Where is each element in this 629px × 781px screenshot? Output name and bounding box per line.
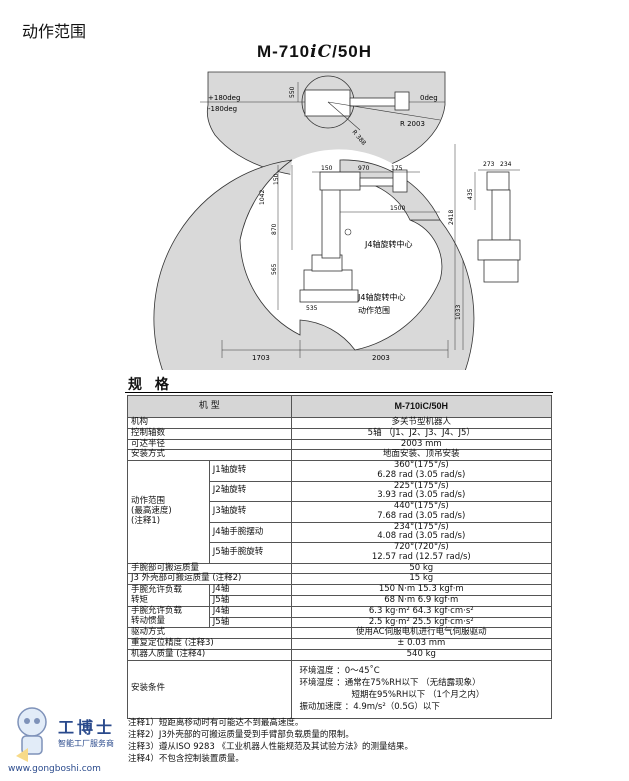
note-4: 注释4）不包含控制装置质量。 xyxy=(128,754,244,764)
table-row: 机器人质量 (注释4)540 kg xyxy=(127,648,553,661)
dim-150a: 150 xyxy=(321,165,333,172)
dim-273: 273 xyxy=(483,161,495,168)
deg-zero-label: 0deg xyxy=(420,94,438,102)
dim-1042: 1042 xyxy=(259,190,266,205)
deg-plus-label: +180deg xyxy=(208,94,240,102)
motion-range-label: 动作范围(最高速度)(注释1) xyxy=(127,460,210,564)
section-title: 动作范围 xyxy=(22,22,87,41)
j4-center-label: J4轴旋转中心 xyxy=(364,239,412,249)
watermark-logo: 工博士 智能工厂服务商 www.gongboshi.com xyxy=(6,700,136,778)
side-view: 150 970 175 1042 150 870 565 1500 535 17… xyxy=(153,144,475,370)
table-row: 重复定位精度 (注释3)± 0.03 mm xyxy=(127,638,553,650)
spec-title: 规 格 xyxy=(128,377,173,393)
table-row: 安装方式地面安装、顶吊安装 xyxy=(127,449,553,462)
dim-550: 550 xyxy=(289,86,296,98)
notes: 注释1）短距离移动时有可能达不到最高速度。 注释2）J3外壳部的可搬运质量受到手… xyxy=(128,717,413,765)
watermark-tagline: 智能工厂服务商 xyxy=(58,739,114,748)
motion-range-diagram: +180deg -180deg 0deg 550 R 388 R 2003 15… xyxy=(153,71,521,370)
dim-r2003: R 2003 xyxy=(400,120,425,128)
watermark-brand: 工博士 xyxy=(58,718,116,737)
dim-970: 970 xyxy=(358,165,370,172)
top-view: +180deg -180deg 0deg 550 R 388 R 2003 xyxy=(200,71,446,178)
robot-mascot-icon xyxy=(16,707,47,762)
note-2: 注释2）J3外壳部的可搬运质量受到手臂部负载质量的限制。 xyxy=(128,730,354,740)
robot-top xyxy=(304,89,351,117)
watermark-url: www.gongboshi.com xyxy=(8,764,101,774)
dim-535: 535 xyxy=(306,305,318,312)
deg-minus-label: -180deg xyxy=(208,105,237,113)
table-row: 安装条件 环境温度 ：0～45˚C 环境湿度 ：通常在75%RH以下 （无结露现… xyxy=(127,659,553,719)
dim-1703: 1703 xyxy=(252,354,270,362)
dim-2003: 2003 xyxy=(372,354,390,362)
note-1: 注释1）短距离移动时有可能达不到最高速度。 xyxy=(128,718,304,728)
table-row: 机构多关节型机器人 xyxy=(127,417,553,429)
table-row: 驱动方式使用AC伺服电机进行电气伺服驱动 xyxy=(127,627,553,640)
j4-range-label-2: 动作范围 xyxy=(358,305,390,315)
dim-1033: 1033 xyxy=(455,305,462,320)
table-row: 动作范围(最高速度)(注释1) J1轴旋转 360°(175°/s)6.28 r… xyxy=(127,460,553,564)
dim-870: 870 xyxy=(271,223,278,235)
dim-565: 565 xyxy=(271,263,278,275)
front-view: 273 234 435 xyxy=(467,161,521,283)
dim-234: 234 xyxy=(500,161,512,168)
dim-1500: 1500 xyxy=(390,205,405,212)
header-value: M-710iC/50H xyxy=(290,395,553,418)
dim-2418: 2418 xyxy=(448,210,455,225)
robot-side-base xyxy=(303,269,353,291)
table-header-row: 机 型 M-710iC/50H xyxy=(127,395,553,418)
j4-range-label-1: J4轴旋转中心 xyxy=(357,292,405,302)
header-label: 机 型 xyxy=(127,395,292,418)
model-title: M-710iC/50H xyxy=(256,42,373,62)
table-row: J3 外壳部可搬运质量 (注释2)15 kg xyxy=(127,573,553,586)
note-3: 注释3）遵从ISO 9283 《工业机器人性能规范及其试验方法》的测量结果。 xyxy=(128,742,414,752)
dim-435: 435 xyxy=(467,188,474,200)
spec-divider xyxy=(125,392,553,393)
dim-150b: 150 xyxy=(273,173,280,185)
dim-175: 175 xyxy=(391,165,403,172)
